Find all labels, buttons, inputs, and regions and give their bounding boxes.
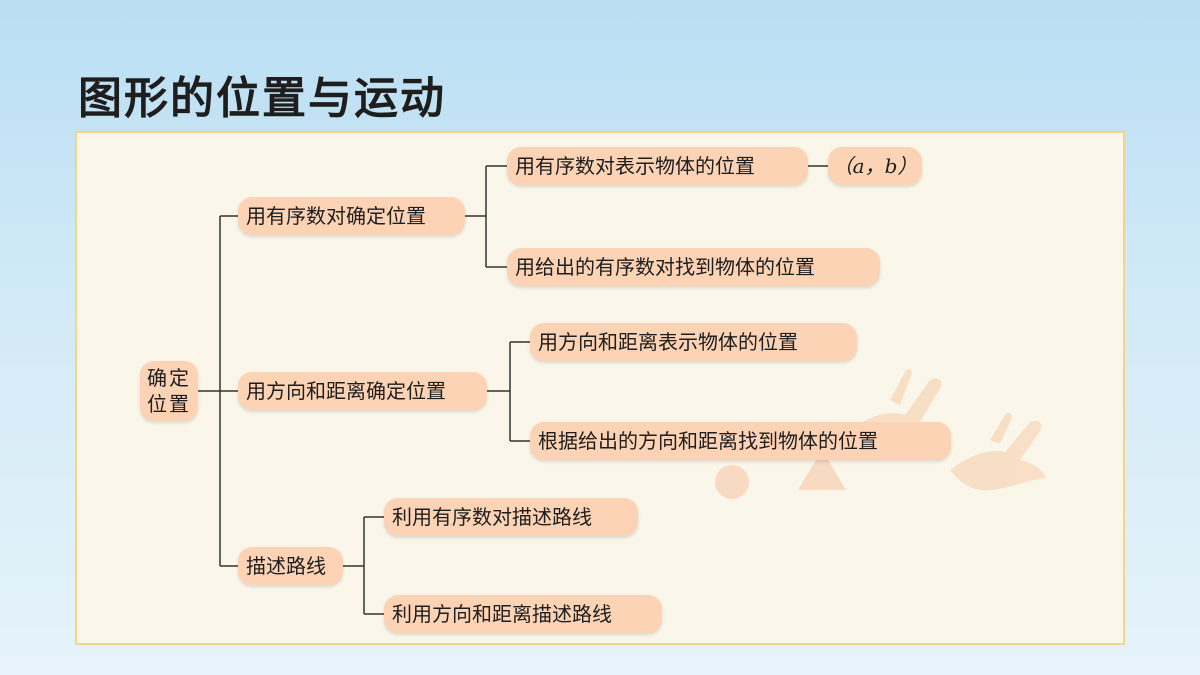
coordinate-node: （a，b）: [828, 147, 922, 185]
dove-icon: [950, 412, 1046, 491]
leaf-node: 利用方向和距离描述路线: [384, 595, 662, 633]
leaf-node: 用有序数对表示物体的位置: [507, 147, 808, 185]
branch-node-ordered-pair: 用有序数对确定位置: [238, 197, 465, 235]
page-title: 图形的位置与运动: [78, 73, 446, 124]
leaf-node: 用方向和距离表示物体的位置: [530, 323, 857, 361]
leaf-node: 根据给出的方向和距离找到物体的位置: [530, 422, 951, 460]
circle-shape: [715, 465, 749, 499]
branch-node-direction-distance: 用方向和距离确定位置: [238, 372, 487, 410]
leaf-node: 用给出的有序数对找到物体的位置: [507, 248, 880, 286]
triangle-shape: [798, 450, 846, 490]
leaf-node: 利用有序数对描述路线: [384, 498, 638, 536]
root-node: 确定位置: [140, 361, 198, 421]
branch-node-route: 描述路线: [238, 547, 343, 585]
